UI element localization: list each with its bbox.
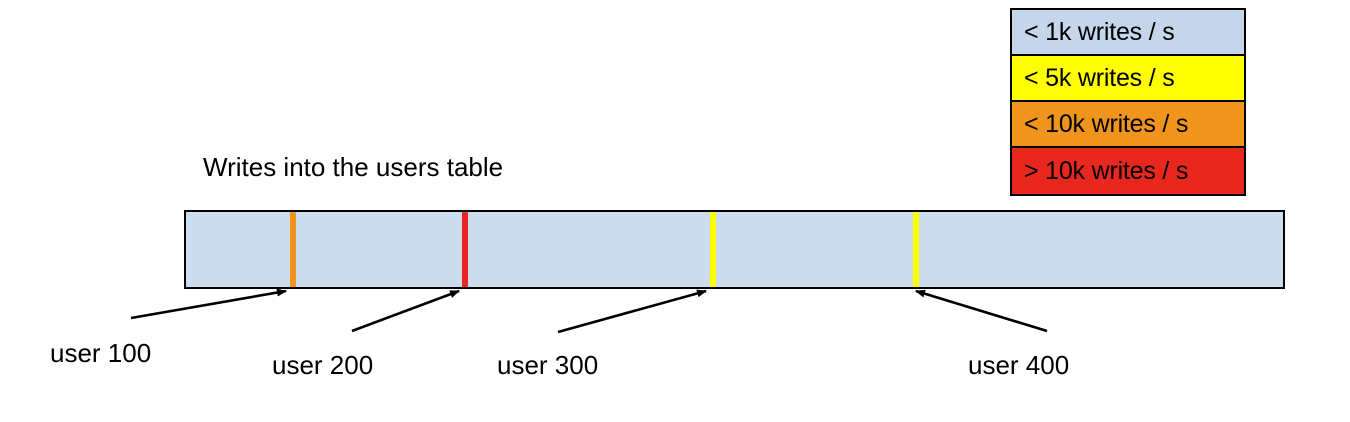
band-fill — [186, 212, 1283, 287]
stripe-user-200 — [462, 212, 468, 287]
arrow-user-100 — [130, 288, 287, 320]
legend-row-under-5k: < 5k writes / s — [1012, 56, 1244, 102]
arrow-user-400 — [915, 289, 1048, 333]
legend-row-over-10k: > 10k writes / s — [1012, 148, 1244, 194]
arrow-user-300 — [557, 289, 707, 334]
legend: < 1k writes / s < 5k writes / s < 10k wr… — [1010, 8, 1246, 196]
legend-label-under-10k: < 10k writes / s — [1024, 109, 1189, 138]
users-table-band — [184, 210, 1285, 289]
chart-title: Writes into the users table — [203, 152, 504, 182]
legend-label-over-10k: > 10k writes / s — [1024, 156, 1189, 185]
stripe-user-300 — [710, 212, 716, 287]
callout-label-user-300: user 300 — [497, 350, 599, 380]
legend-row-under-1k: < 1k writes / s — [1012, 10, 1244, 56]
legend-label-under-5k: < 5k writes / s — [1024, 63, 1175, 92]
legend-row-under-10k: < 10k writes / s — [1012, 102, 1244, 148]
legend-label-under-1k: < 1k writes / s — [1024, 17, 1175, 46]
arrow-user-200 — [351, 289, 460, 333]
stripe-user-400 — [913, 212, 919, 287]
callout-label-user-400: user 400 — [968, 350, 1070, 380]
callout-label-user-200: user 200 — [272, 350, 374, 380]
stripe-user-100 — [290, 212, 296, 287]
callout-label-user-100: user 100 — [50, 338, 152, 368]
